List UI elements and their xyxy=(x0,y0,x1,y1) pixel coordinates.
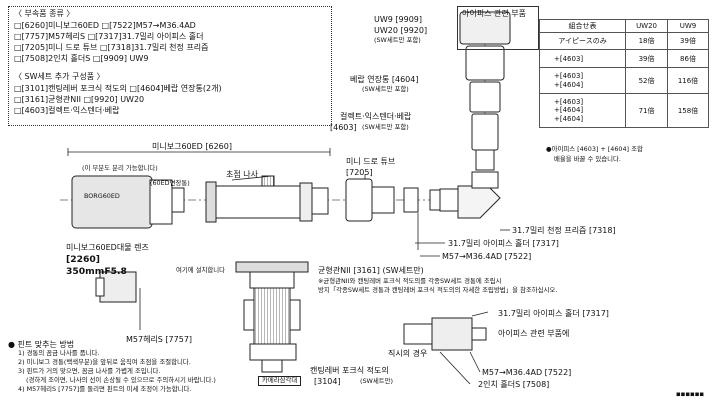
balance-note-2: 방지「각종SW세트 경통과 캔팅레버 포크식 적도의의 자세한 조립방법」을 참… xyxy=(318,286,558,294)
fork-mount-code: [3104] xyxy=(314,377,341,386)
table-cell: 158倍 xyxy=(667,93,709,128)
helicoid-label: M57헤리S [7757] xyxy=(126,335,193,344)
table-cell-line: +[4603] xyxy=(554,72,584,81)
balance-note-1: ※균형관NII와 캔팅레버 포크식 적도의를 각종SW세트 경통에 조립시 xyxy=(318,277,502,285)
table-cell: 86倍 xyxy=(667,49,709,68)
collet-label: 컬렉트·익스텐더·베랍 xyxy=(340,112,412,121)
balance-label: 균형관NII [3161] (SW세트만) xyxy=(318,266,424,275)
table-cell: 39倍 xyxy=(667,32,709,50)
sw-line-2: □[3161]균형관NII □[9920] UW20 xyxy=(14,95,145,104)
eyepiece-box-label: 아이피스 관련 부품 xyxy=(462,9,526,18)
ep-parts-2-label: 아이피스 관련 부품에 xyxy=(498,329,570,338)
table-header-row: 組合せ表 UW20 UW9 xyxy=(538,19,709,33)
ep-holder-2-label: 31.7밀리 아이피스 홀더 [7317] xyxy=(498,309,609,318)
lens-label: 미니보그60ED대물 렌즈 xyxy=(66,243,149,252)
mini-draw-label: 미니 드로 튜브 xyxy=(346,157,396,166)
fork-mount-label: 캔팅레버 포크식 적도의 xyxy=(310,366,389,375)
table-cell: +[4603] xyxy=(538,49,627,68)
barrel-text: BORG60ED xyxy=(84,192,120,200)
table-cell-line: +[4604] xyxy=(554,114,584,123)
footer-mark: ◾◾◾◾◾◾ xyxy=(676,390,705,398)
fork-mount-shape xyxy=(253,287,291,345)
main-tube xyxy=(211,185,305,219)
prism-label: 31.7밀리 천정 프리즘 [7318] xyxy=(512,226,616,235)
table-cell: 18倍 xyxy=(625,32,668,50)
focus-knob-label: 초점 나사 xyxy=(226,170,258,179)
uw20-label: UW20 [9920] xyxy=(374,26,428,35)
scope-header: 미니보그60ED [6260] xyxy=(152,142,232,151)
focus-step-1: 1) 경통의 꼼금 나사를 풉니다. xyxy=(18,349,100,357)
sw-heading: 〈 SW세트 추가 구성품 〉 xyxy=(14,72,105,81)
table-cell: 52倍 xyxy=(625,67,668,94)
parts-line-2: □[7757]M57헤리S □[7317]31.7밀리 아이피스 홀더 xyxy=(14,32,204,41)
ep-holder-label: 31.7밀리 아이피스 홀더 [7317] xyxy=(448,239,559,248)
helicoid-shape xyxy=(99,271,137,303)
here-install-note: 여기에 설치합니다 xyxy=(176,266,226,274)
diagonal-prism-shape xyxy=(457,185,501,219)
adapter-2-label: M57→M36.4AD [7522] xyxy=(482,368,572,377)
table-row: +[4603] +[4604] +[4604] 71倍 158倍 xyxy=(538,93,709,128)
focus-method-heading: ● 핀트 맞추는 방법 xyxy=(8,340,75,349)
table-cell: +[4603] +[4604] xyxy=(538,67,627,94)
table-header-cell: UW9 xyxy=(667,19,709,33)
parts-line-1: □[6260]미니보그60ED □[7522]M57→M36.4AD xyxy=(14,21,196,30)
table-header-cell: 組合せ表 xyxy=(538,19,627,33)
table-cell-line: +[4603] xyxy=(554,97,584,106)
eyepiece-parts-box xyxy=(457,6,539,50)
table-cell: +[4603] +[4604] +[4604] xyxy=(538,93,627,128)
extension-note: (SW세트만 포함) xyxy=(362,85,409,93)
focus-step-5: 4) M57헤리S [7757]를 돌리면 핀트의 미세 조정이 가능합니다. xyxy=(18,385,192,393)
tube-note: (60ED연장통) xyxy=(150,179,190,187)
balance-bar-shape xyxy=(235,261,309,273)
straight-case-label: 직시의 경우 xyxy=(388,349,428,358)
detach-note: (이 부분도 분리 가능합니다) xyxy=(82,164,158,172)
table-cell: 39倍 xyxy=(625,49,668,68)
table-row: +[4603] 39倍 86倍 xyxy=(538,49,709,68)
parts-list-box xyxy=(8,6,332,126)
objective-lens-barrel xyxy=(71,175,153,229)
extension-label: 베랍 연장통 [4604] xyxy=(350,75,419,84)
mini-draw-code: [7205] xyxy=(346,168,373,177)
uw9-label: UW9 [9909] xyxy=(374,15,422,24)
sw-line-3: □[4603]컬렉트·익스텐더·베랍 xyxy=(14,106,120,115)
lens-spec: 350mmF5.8 xyxy=(66,266,127,277)
lens-code: [2260] xyxy=(66,254,100,265)
fork-mount-note: (SW세트만) xyxy=(360,377,393,385)
tripod-tag: 카메라삼각대 xyxy=(258,376,302,386)
uw20-note: (SW세트만 포함) xyxy=(374,36,421,44)
collet-code: [4603] xyxy=(330,123,357,132)
table-row: +[4603] +[4604] 52倍 116倍 xyxy=(538,67,709,94)
mag-note-1: ●아이피스 [4603] + [4604] 조합 xyxy=(546,145,643,153)
parts-line-3: □[7205]미니 드로 튜브 □[7318]31.7밀리 천정 프리즘 xyxy=(14,43,209,52)
table-cell: 116倍 xyxy=(667,67,709,94)
table-row: アイピースのみ 18倍 39倍 xyxy=(538,32,709,50)
table-cell-line: +[4604] xyxy=(554,106,584,115)
sw-line-1: □[3101]캔팅레버 포크식 적도의 □[4604]베랍 연장통(2개) xyxy=(14,84,222,93)
mag-note-2: 배율을 바꿀 수 있습니다. xyxy=(554,155,621,163)
table-cell: 71倍 xyxy=(625,93,668,128)
holder2in-label: 2인치 홀더S [7508] xyxy=(478,380,550,389)
focus-knob-shape xyxy=(261,175,275,187)
table-cell: アイピースのみ xyxy=(538,32,627,50)
collet-note: (SW세트만 포함) xyxy=(362,123,409,131)
mini-draw-tube-shape xyxy=(345,178,373,222)
parts-heading: 〈 부속품 종류 〉 xyxy=(14,9,75,18)
adapter-label: M57→M36.4AD [7522] xyxy=(442,252,532,261)
focus-step-4: (경하게 조이면, 나사의 선이 손상될 수 있으므로 주의하시기 바랍니다.) xyxy=(26,376,216,384)
parts-line-4: □[7508]2인치 홀더S □[9909] UW9 xyxy=(14,54,149,63)
focus-step-2: 2) 미니보그 경통(백색부분)을 앞뒤로 움직여 초점을 조절합니다. xyxy=(18,358,191,366)
table-cell-line: +[4604] xyxy=(554,80,584,89)
table-header-cell: UW20 xyxy=(625,19,668,33)
magnification-table: 組合せ表 UW20 UW9 アイピースのみ 18倍 39倍 +[4603] 39… xyxy=(538,19,709,128)
focus-step-3: 3) 핀트가 거의 맞으면, 꼼금 나사를 가볍게 조입니다. xyxy=(18,367,161,375)
